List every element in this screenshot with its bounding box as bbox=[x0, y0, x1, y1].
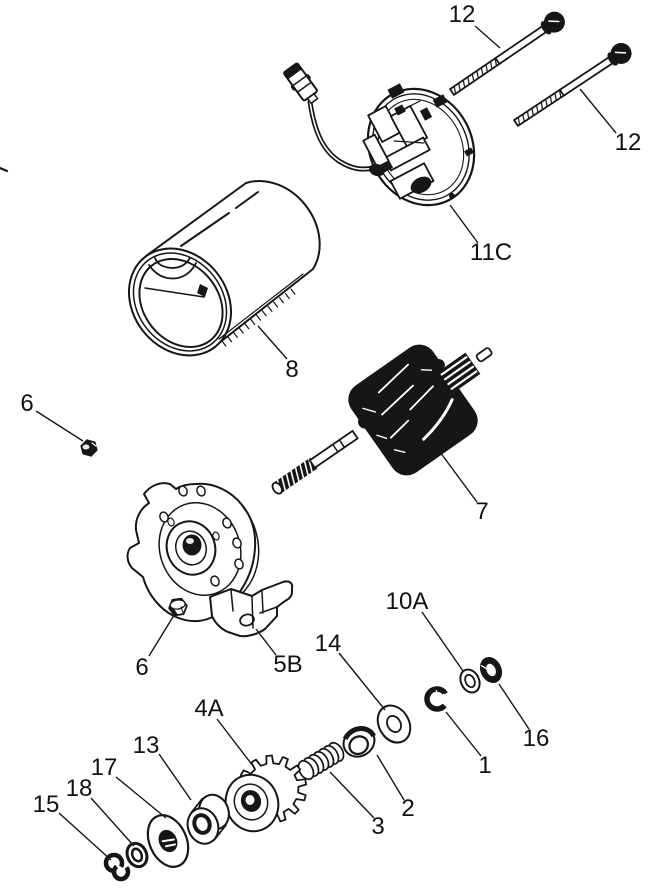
hub-bore bbox=[182, 534, 202, 556]
housing-bore bbox=[138, 258, 224, 348]
foot-hole bbox=[239, 613, 255, 627]
roller-13 bbox=[186, 793, 230, 845]
washer-17 bbox=[146, 814, 190, 868]
leader-line-6-lower bbox=[148, 611, 177, 657]
drive-end-frame bbox=[126, 482, 294, 638]
callout-label-1: 1 bbox=[478, 752, 491, 779]
callout-label-3: 3 bbox=[371, 813, 384, 840]
bolt-threads bbox=[513, 87, 567, 127]
leader-line-1 bbox=[445, 711, 482, 757]
field-frame-housing bbox=[127, 180, 321, 357]
leader-line-11c bbox=[449, 204, 479, 244]
armature-spline bbox=[437, 352, 481, 394]
wire-connector bbox=[283, 62, 319, 105]
bolt-shank bbox=[494, 23, 550, 65]
leader-line-8 bbox=[257, 325, 288, 360]
washer-18 bbox=[125, 841, 149, 869]
callout-label-2: 2 bbox=[401, 795, 414, 822]
bolt-threads bbox=[449, 56, 502, 96]
leader-line-2 bbox=[376, 754, 405, 801]
leader-line-12-upper bbox=[474, 25, 501, 49]
leader-line-16 bbox=[498, 683, 530, 730]
callout-label-13: 13 bbox=[133, 732, 160, 759]
callout-label-5b: 5B bbox=[273, 651, 302, 678]
housing-edge-hatch bbox=[221, 288, 296, 347]
washer-14 bbox=[376, 704, 412, 744]
snap-ring-15 bbox=[103, 852, 131, 882]
callout-label-4a: 4A bbox=[194, 695, 223, 722]
callout-label-10a: 10A bbox=[386, 588, 429, 615]
leader-line-14 bbox=[338, 652, 386, 711]
leader-line-3 bbox=[329, 771, 375, 819]
callout-label-14: 14 bbox=[315, 630, 342, 657]
leader-line-13 bbox=[158, 753, 192, 801]
hex-nut-upper bbox=[80, 439, 98, 457]
bolt-shank bbox=[559, 55, 616, 97]
housing-highlight-dashes bbox=[180, 191, 259, 247]
drive-spring bbox=[297, 741, 345, 781]
bolt-head bbox=[543, 11, 565, 33]
callout-label-12-upper: 12 bbox=[449, 1, 476, 28]
wire-lead bbox=[307, 99, 377, 172]
callout-label-18: 18 bbox=[66, 775, 93, 802]
through-bolt-lower bbox=[513, 42, 632, 127]
bolt-head bbox=[610, 42, 632, 64]
callout-label-6-lower: 6 bbox=[135, 654, 148, 681]
leader-line-17 bbox=[115, 776, 167, 819]
callout-label-8: 8 bbox=[285, 356, 298, 383]
callout-label-6-upper: 6 bbox=[20, 390, 33, 417]
gear-bore bbox=[244, 794, 256, 806]
brush-holder-assembly bbox=[283, 62, 476, 207]
leader-line-15 bbox=[58, 812, 112, 861]
leader-line-12-lower bbox=[579, 88, 617, 134]
armature-shaft-tip bbox=[475, 347, 493, 363]
callout-label-11c: 11C bbox=[470, 239, 512, 266]
washer-10a bbox=[459, 668, 481, 694]
bushing-bore bbox=[348, 735, 369, 756]
callout-label-16: 16 bbox=[523, 725, 550, 752]
through-bolt-upper bbox=[449, 11, 565, 96]
leader-line-10a bbox=[421, 611, 464, 672]
hex-nut-lower bbox=[168, 597, 188, 617]
armature-shaft bbox=[308, 430, 359, 469]
leader-line-18 bbox=[90, 797, 135, 847]
bushing-2 bbox=[342, 726, 376, 758]
callout-label-15: 15 bbox=[33, 791, 60, 818]
callout-label-7: 7 bbox=[475, 498, 488, 525]
snap-ring-1 bbox=[424, 686, 450, 712]
wire-grommet bbox=[369, 163, 385, 177]
armature bbox=[271, 344, 493, 495]
leader-line-6-upper bbox=[35, 410, 84, 442]
leader-line-7 bbox=[433, 443, 478, 503]
leader-line-4a bbox=[216, 718, 254, 767]
roller-bore bbox=[192, 813, 212, 835]
mounting-foot bbox=[209, 580, 294, 638]
page-edge-mark bbox=[0, 166, 9, 173]
drive-pinion-gear bbox=[224, 754, 308, 833]
washer-16 bbox=[479, 656, 503, 684]
callout-label-17: 17 bbox=[91, 754, 118, 781]
callout-label-12-lower: 12 bbox=[615, 129, 642, 156]
leader-line-5b bbox=[255, 628, 277, 656]
